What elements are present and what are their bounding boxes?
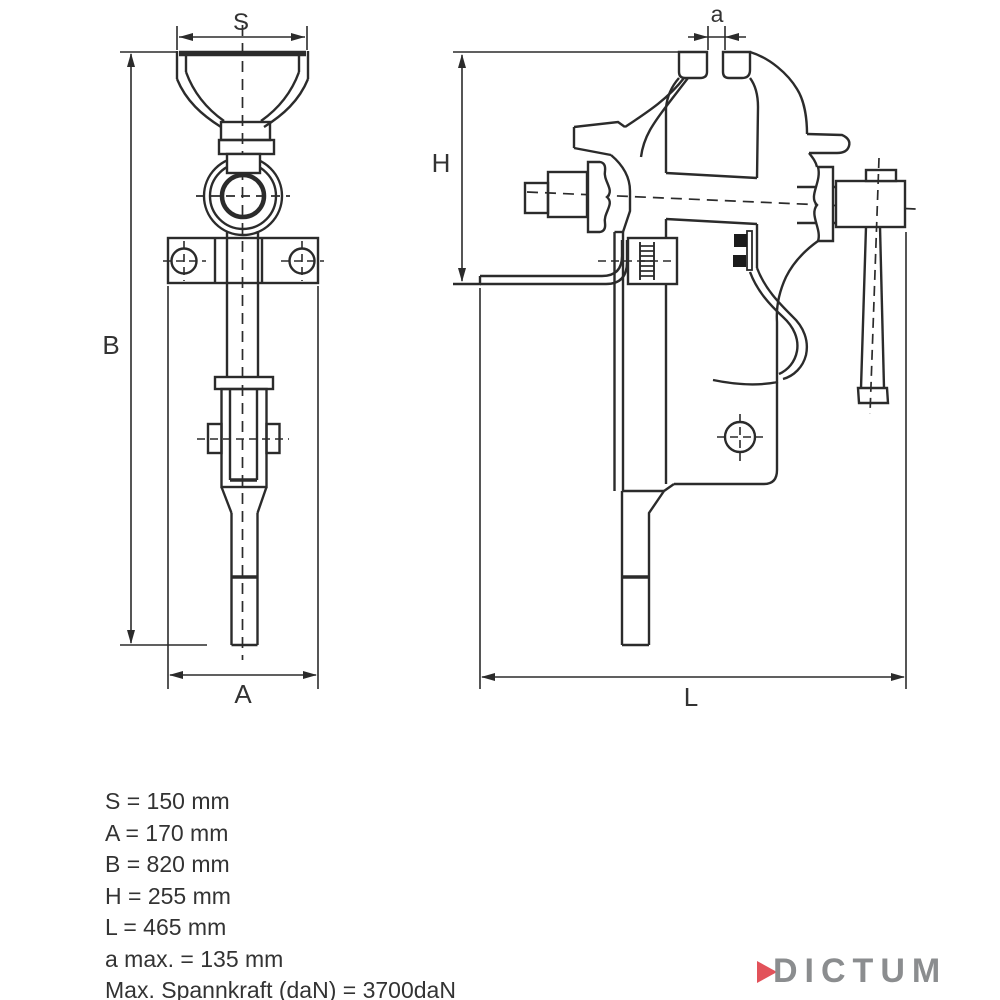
spec-line-h: H = 255 mm: [105, 882, 231, 909]
handle-centerline: [869, 157, 880, 415]
side-view: [453, 50, 917, 647]
dim-B: [120, 51, 207, 646]
dimension-labels: S B A H L a: [102, 1, 723, 712]
spec-line-a: A = 170 mm: [105, 819, 229, 846]
dim-label-h: H: [432, 148, 451, 178]
dictum-logo: DICTUM: [757, 952, 947, 991]
front-view-dimensions: [120, 26, 317, 679]
hole-crosshairs: [163, 241, 324, 281]
dim-label-l: L: [684, 682, 698, 712]
spec-line-l: L = 465 mm: [105, 914, 227, 940]
dim-label-a-width: A: [234, 679, 252, 709]
dim-S: [176, 26, 308, 50]
spec-legend: S = 150 mm A = 170 mm B = 820 mm H = 255…: [105, 786, 456, 1000]
logo-text: DICTUM: [773, 952, 948, 990]
dim-label-jaw-opening: a: [711, 1, 724, 27]
dim-label-b: B: [102, 330, 119, 360]
spec-line-a-max: a max. = 135 mm: [105, 945, 284, 972]
dim-H: [458, 54, 466, 282]
dim-L: [479, 232, 907, 689]
dim-a: [688, 26, 746, 50]
logo-arrow-icon: [757, 960, 777, 983]
spec-line-spannkraft: Max. Spannkraft (daN) = 3700daN: [105, 977, 456, 1000]
dim-A: [169, 671, 317, 679]
bolt-thread-hatch: [640, 245, 654, 277]
dim-label-s: S: [233, 9, 249, 36]
body-hole-crosshair: [717, 414, 763, 461]
side-view-dimensions: [458, 26, 907, 689]
spec-line-s: S = 150 mm: [105, 788, 230, 814]
spec-line-b: B = 820 mm: [105, 851, 230, 877]
front-view: [163, 25, 324, 689]
